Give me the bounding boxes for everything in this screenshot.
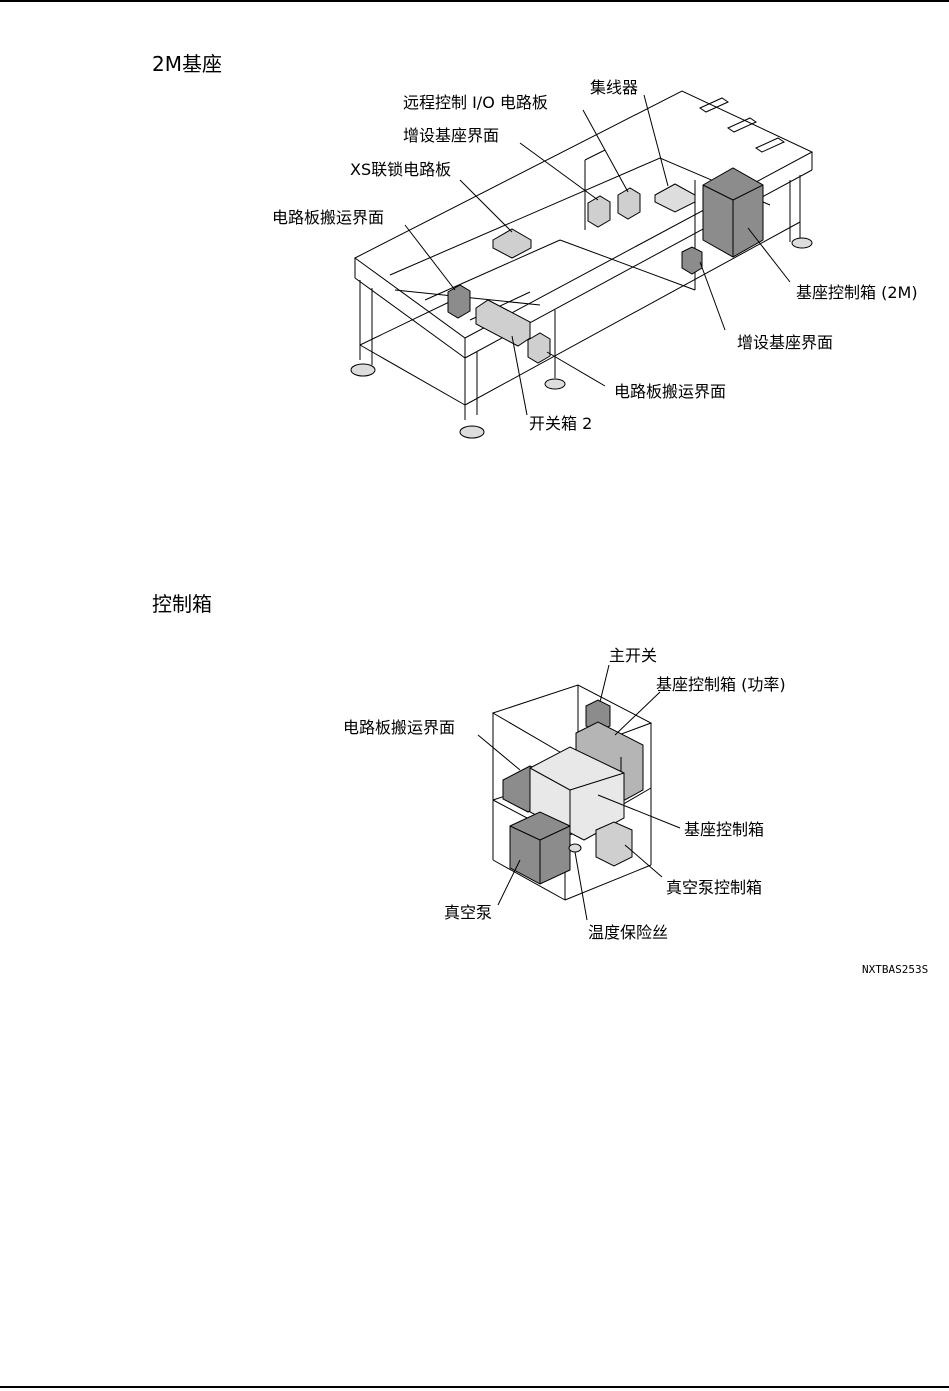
top-rule (0, 0, 949, 2)
control-box-diagram: 主开关 基座控制箱 (功率) 电路板搬运界面 基座控制箱 真空泵控制箱 真空泵 … (0, 630, 949, 960)
figure-code: NXTBAS253S (862, 963, 928, 976)
base-diagram: 远程控制 I/O 电路板 集线器 增设基座界面 XS联锁电路板 电路板搬运界面 … (0, 60, 949, 460)
label-vacuum-pump-control: 真空泵控制箱 (666, 878, 762, 897)
label-base-control: 基座控制箱 (684, 820, 764, 839)
label-base-control-power: 基座控制箱 (功率) (656, 675, 786, 694)
label-board-transfer: 电路板搬运界面 (343, 718, 455, 737)
label-ext-interface-top: 增设基座界面 (403, 126, 499, 145)
label-main-switch: 主开关 (609, 646, 657, 665)
label-switch-box-2: 开关箱 2 (529, 414, 592, 433)
ext-interface-right (682, 247, 702, 274)
label-thermal-fuse: 温度保险丝 (588, 923, 668, 942)
control-box-components (503, 700, 643, 884)
label-board-transfer-left: 电路板搬运界面 (272, 208, 384, 227)
ext-interface-top (588, 196, 610, 227)
board-transfer-left (448, 285, 470, 318)
label-board-transfer-bottom: 电路板搬运界面 (614, 382, 726, 401)
bottom-rule (0, 1386, 949, 1388)
label-hub: 集线器 (590, 78, 638, 97)
label-vacuum-pump: 真空泵 (444, 903, 492, 922)
remote-io-board (618, 188, 640, 219)
vacuum-pump-control-box (596, 822, 632, 866)
label-ext-interface-right: 增设基座界面 (737, 333, 833, 352)
section-title-control-box: 控制箱 (152, 588, 212, 617)
label-remote-io: 远程控制 I/O 电路板 (403, 93, 548, 112)
label-base-control-box-2m: 基座控制箱 (2M) (796, 283, 918, 302)
board-transfer-bottom (528, 333, 550, 363)
thermal-fuse (569, 844, 581, 852)
label-xs-interlock: XS联锁电路板 (350, 160, 451, 179)
